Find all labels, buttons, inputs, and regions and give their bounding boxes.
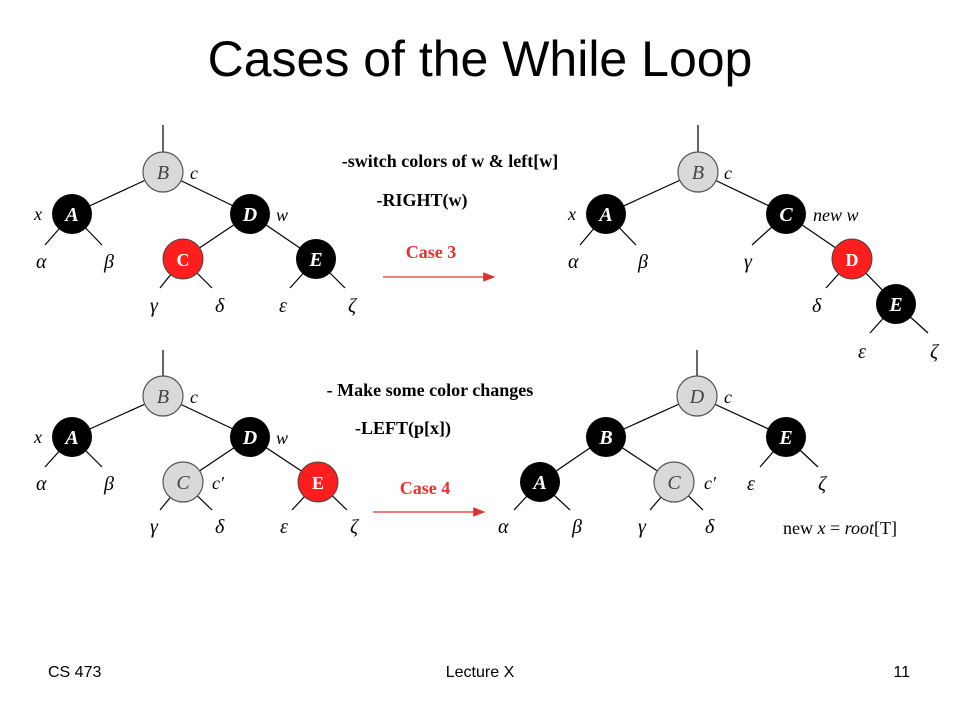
node-note: c bbox=[190, 387, 198, 407]
node-note: w bbox=[276, 205, 288, 225]
subtree-label: α bbox=[36, 251, 47, 273]
subtree-label: ε bbox=[858, 341, 866, 363]
node-note: x bbox=[567, 204, 576, 224]
tree-node bbox=[586, 194, 626, 234]
tree-node bbox=[52, 194, 92, 234]
slide-title: Cases of the While Loop bbox=[207, 31, 753, 87]
subtree-label: γ bbox=[744, 251, 753, 273]
case3-label: Case 3 bbox=[406, 242, 457, 262]
node-key: C bbox=[779, 204, 793, 226]
footer-page-number: 11 bbox=[893, 664, 910, 681]
subtree-label: ζ bbox=[348, 295, 358, 317]
case4-after-tree: D c B E A C c′ α β γ δ ε ζ new x = root[… bbox=[498, 350, 897, 538]
tree-node bbox=[297, 461, 339, 503]
footer-lecture: Lecture X bbox=[445, 664, 515, 681]
tree-node bbox=[653, 461, 695, 503]
tree-node bbox=[142, 151, 184, 193]
tree-node bbox=[142, 375, 184, 417]
caption-root: root bbox=[845, 518, 875, 538]
node-note: x bbox=[33, 204, 42, 224]
node-key: E bbox=[308, 249, 322, 271]
tree-node bbox=[586, 417, 626, 457]
subtree-label: γ bbox=[150, 295, 159, 317]
case4-before-tree: B c A x D w C c′ E α β γ δ ε ζ bbox=[33, 350, 360, 538]
tree-node bbox=[162, 238, 204, 280]
subtree-label: ε bbox=[279, 295, 287, 317]
node-key: E bbox=[312, 473, 324, 493]
subtree-label: ε bbox=[280, 516, 288, 538]
tree-node bbox=[876, 284, 916, 324]
tree-node bbox=[162, 461, 204, 503]
node-key: A bbox=[597, 204, 612, 226]
case3-before-tree: B c A x D w C E α β γ δ ε ζ bbox=[33, 125, 358, 317]
node-key: D bbox=[242, 427, 257, 449]
case4-step-2: -LEFT(p[x]) bbox=[355, 418, 451, 439]
new-root-caption: new x = root[T] bbox=[783, 518, 897, 538]
subtree-label: ζ bbox=[350, 516, 360, 538]
node-key: B bbox=[157, 386, 169, 408]
caption-eq: = bbox=[826, 518, 845, 538]
tree-node bbox=[52, 417, 92, 457]
node-key: D bbox=[689, 386, 705, 408]
tree-node bbox=[831, 238, 873, 280]
subtree-label: β bbox=[637, 251, 648, 273]
node-key: B bbox=[692, 162, 704, 184]
node-key: E bbox=[778, 427, 792, 449]
subtree-label: β bbox=[103, 473, 114, 495]
node-key: D bbox=[242, 204, 257, 226]
case3-step-2: -RIGHT(w) bbox=[377, 190, 468, 211]
subtree-label: β bbox=[571, 516, 582, 538]
subtree-label: δ bbox=[812, 295, 822, 317]
node-note: c′ bbox=[704, 473, 717, 493]
node-note: c′ bbox=[212, 473, 225, 493]
subtree-label: ε bbox=[747, 473, 755, 495]
subtree-label: γ bbox=[150, 516, 159, 538]
case4-step-1: - Make some color changes bbox=[327, 380, 534, 400]
node-key: B bbox=[157, 162, 169, 184]
node-note: new w bbox=[813, 205, 859, 225]
tree-node bbox=[230, 194, 270, 234]
tree-node bbox=[520, 462, 560, 502]
node-note: c bbox=[724, 387, 732, 407]
tree-node bbox=[766, 194, 806, 234]
footer-course: CS 473 bbox=[48, 664, 102, 681]
tree-node bbox=[676, 375, 718, 417]
caption-var: x bbox=[817, 518, 826, 538]
case3-step-1: -switch colors of w & left[w] bbox=[342, 151, 558, 171]
tree-node bbox=[766, 417, 806, 457]
node-note: x bbox=[33, 427, 42, 447]
subtree-label: γ bbox=[638, 516, 647, 538]
node-key: D bbox=[846, 250, 859, 270]
subtree-label: β bbox=[103, 251, 114, 273]
node-key: E bbox=[888, 294, 902, 316]
node-note: c bbox=[724, 163, 732, 183]
node-note: c bbox=[190, 163, 198, 183]
subtree-label: δ bbox=[215, 516, 225, 538]
case3-after-tree: B c A x C new w D E α β γ δ ε ζ bbox=[567, 125, 940, 363]
node-note: w bbox=[276, 428, 288, 448]
case4-label: Case 4 bbox=[400, 478, 451, 498]
node-key: A bbox=[531, 472, 546, 494]
subtree-label: δ bbox=[215, 295, 225, 317]
node-key: A bbox=[63, 427, 78, 449]
node-key: A bbox=[63, 204, 78, 226]
subtree-label: α bbox=[36, 473, 47, 495]
subtree-label: ζ bbox=[930, 341, 940, 363]
node-key: C bbox=[667, 472, 681, 494]
subtree-label: α bbox=[568, 251, 579, 273]
subtree-label: δ bbox=[705, 516, 715, 538]
tree-node bbox=[296, 239, 336, 279]
node-key: C bbox=[176, 472, 190, 494]
node-key: B bbox=[598, 427, 612, 449]
subtree-label: ζ bbox=[818, 473, 828, 495]
tree-node bbox=[677, 151, 719, 193]
tree-node bbox=[230, 417, 270, 457]
subtree-label: α bbox=[498, 516, 509, 538]
caption-arg: [T] bbox=[874, 518, 897, 538]
node-key: C bbox=[177, 250, 190, 270]
caption-prefix: new bbox=[783, 518, 818, 538]
